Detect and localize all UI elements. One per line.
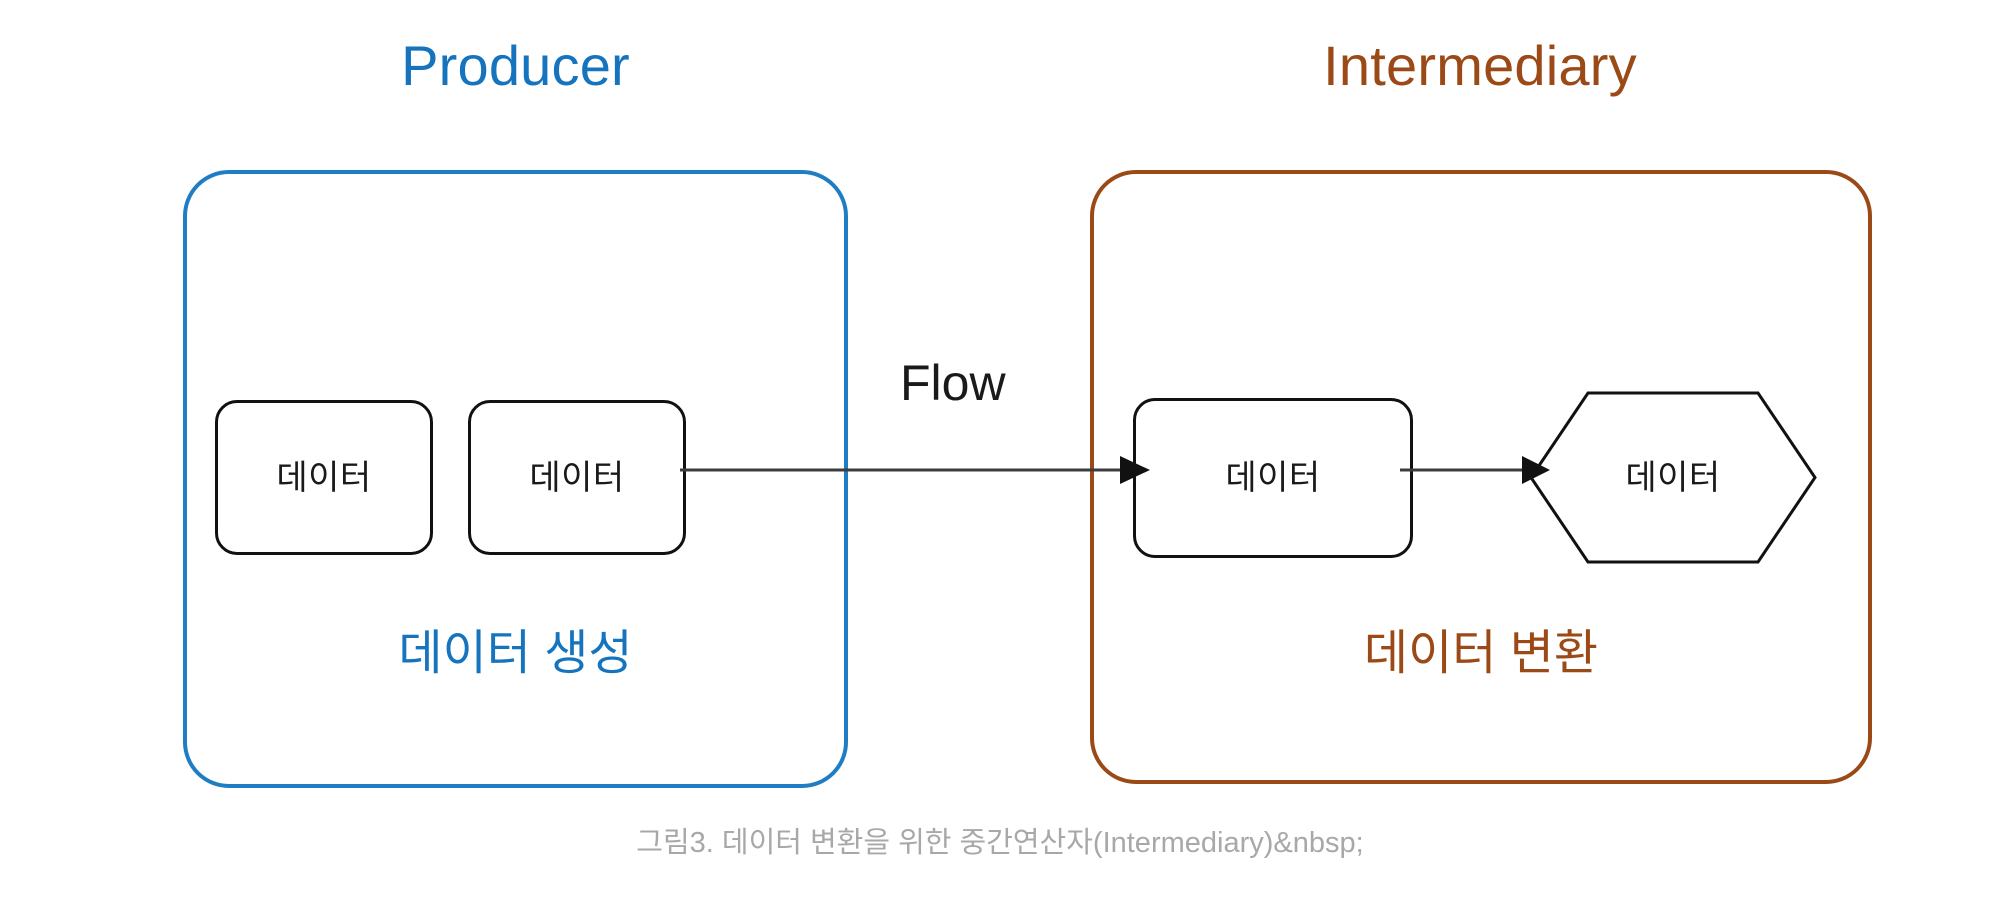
node-producer-data-1[interactable]: 데이터 [215,400,433,555]
node-label: 데이터 [276,458,372,497]
producer-group-title: Producer [401,34,630,97]
node-producer-data-2[interactable]: 데이터 [468,400,686,555]
node-label: 데이터 [1225,459,1321,497]
node-label: 데이터 [529,458,625,497]
producer-group-container [183,170,848,788]
node-label: 데이터 [1625,458,1721,497]
node-intermediary-data-hexagon[interactable]: 데이터 [1528,390,1818,565]
producer-group-caption: 데이터 생성 [398,627,633,680]
node-intermediary-data-1[interactable]: 데이터 [1133,398,1413,558]
intermediary-group-caption: 데이터 변환 [1363,627,1599,680]
intermediary-group-container [1090,170,1872,784]
figure-caption: 그림3. 데이터 변환을 위한 중간연산자(Intermediary)&nbsp… [636,827,1364,859]
flow-connector-label: Flow [900,355,1006,411]
intermediary-group-title: Intermediary [1323,34,1637,97]
